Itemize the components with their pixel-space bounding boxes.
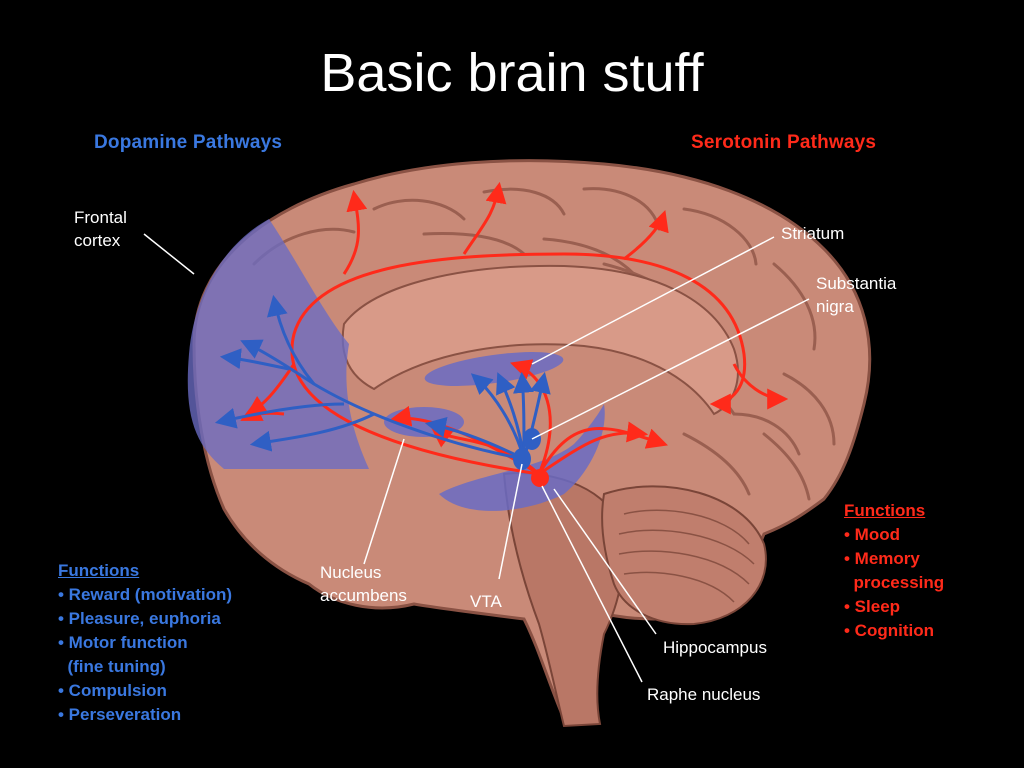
dopamine-function-item: • Motor function — [58, 633, 188, 652]
vta-nucleus — [513, 448, 531, 470]
dopamine-function-item: • Pleasure, euphoria — [58, 609, 221, 628]
dopamine-functions-heading: Functions — [58, 561, 140, 580]
serotonin-function-item: • Cognition — [844, 621, 934, 640]
serotonin-function-item: • Sleep — [844, 597, 901, 616]
brain-pathways-figure: Dopamine Pathways Serotonin Pathways Fro… — [44, 114, 990, 746]
label-substantia-nigra: Substantia nigra — [816, 274, 897, 316]
brain-illustration — [143, 159, 872, 728]
dopamine-function-item: • Compulsion — [58, 681, 167, 700]
label-hippocampus: Hippocampus — [663, 638, 767, 657]
serotonin-function-item: • Memory — [844, 549, 920, 568]
dopamine-function-item: (fine tuning) — [58, 657, 166, 676]
dopamine-pathways-header: Dopamine Pathways — [94, 132, 283, 153]
label-raphe-nucleus: Raphe nucleus — [647, 685, 761, 704]
dopamine-functions: Functions • Reward (motivation) • Pleasu… — [58, 559, 232, 727]
slide-title: Basic brain stuff — [320, 43, 704, 103]
leader-lines — [143, 233, 810, 683]
cerebellum-folia — [618, 509, 755, 603]
serotonin-functions: Functions • Mood • Memory processing • S… — [844, 499, 944, 643]
serotonin-pathways-header: Serotonin Pathways — [691, 132, 877, 153]
label-vta: VTA — [470, 592, 502, 611]
label-nucleus-accumbens: Nucleus accumbens — [320, 563, 407, 605]
dopamine-function-item: • Reward (motivation) — [58, 585, 233, 604]
label-striatum: Striatum — [781, 224, 845, 243]
raphe-nucleus-dot — [531, 469, 549, 487]
substantia-nigra-region — [439, 404, 605, 511]
serotonin-function-item: processing — [844, 573, 945, 592]
serotonin-function-item: • Mood — [844, 525, 900, 544]
dopamine-function-item: • Perseveration — [58, 705, 182, 724]
label-frontal-cortex: Frontal cortex — [74, 208, 127, 250]
serotonin-functions-heading: Functions — [844, 501, 926, 520]
